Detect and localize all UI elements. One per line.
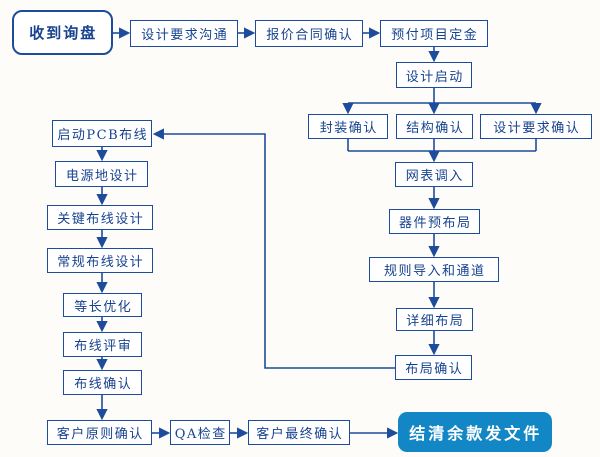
- node-layout-confirmation: 布局确认: [395, 355, 472, 380]
- node-start-pcb-routing: 启动PCB布线: [52, 120, 152, 147]
- node-qa-check: QA检查: [170, 420, 230, 445]
- node-package-confirmation: 封装确认: [308, 114, 388, 139]
- node-quotation-contract-confirmation: 报价合同确认: [255, 20, 363, 47]
- node-routing-review: 布线评审: [63, 332, 142, 357]
- node-key-routing-design: 关键布线设计: [47, 205, 153, 230]
- node-settle-balance-release-files: 结清余款发文件: [398, 412, 552, 452]
- node-netlist-import: 网表调入: [395, 162, 473, 187]
- node-project-deposit-prepayment: 预付项目定金: [380, 20, 488, 47]
- node-design-start: 设计启动: [396, 62, 472, 88]
- node-routing-confirmation: 布线确认: [63, 370, 142, 395]
- node-structure-confirmation: 结构确认: [396, 114, 473, 139]
- node-length-matching-optimization: 等长优化: [63, 293, 142, 317]
- node-receive-inquiry: 收到询盘: [12, 10, 113, 55]
- node-detailed-layout: 详细布局: [396, 308, 473, 331]
- node-customer-final-confirmation: 客户最终确认: [248, 420, 350, 445]
- node-power-ground-design: 电源地设计: [55, 161, 148, 187]
- node-design-requirement-confirmation: 设计要求确认: [480, 114, 592, 139]
- node-normal-routing-design: 常规布线设计: [47, 248, 153, 273]
- node-design-requirement-communication: 设计要求沟通: [130, 20, 238, 47]
- node-customer-principle-confirmation: 客户原则确认: [47, 420, 152, 445]
- node-rule-import-and-channels: 规则导入和通道: [369, 257, 499, 282]
- node-component-pre-layout: 器件预布局: [389, 209, 480, 234]
